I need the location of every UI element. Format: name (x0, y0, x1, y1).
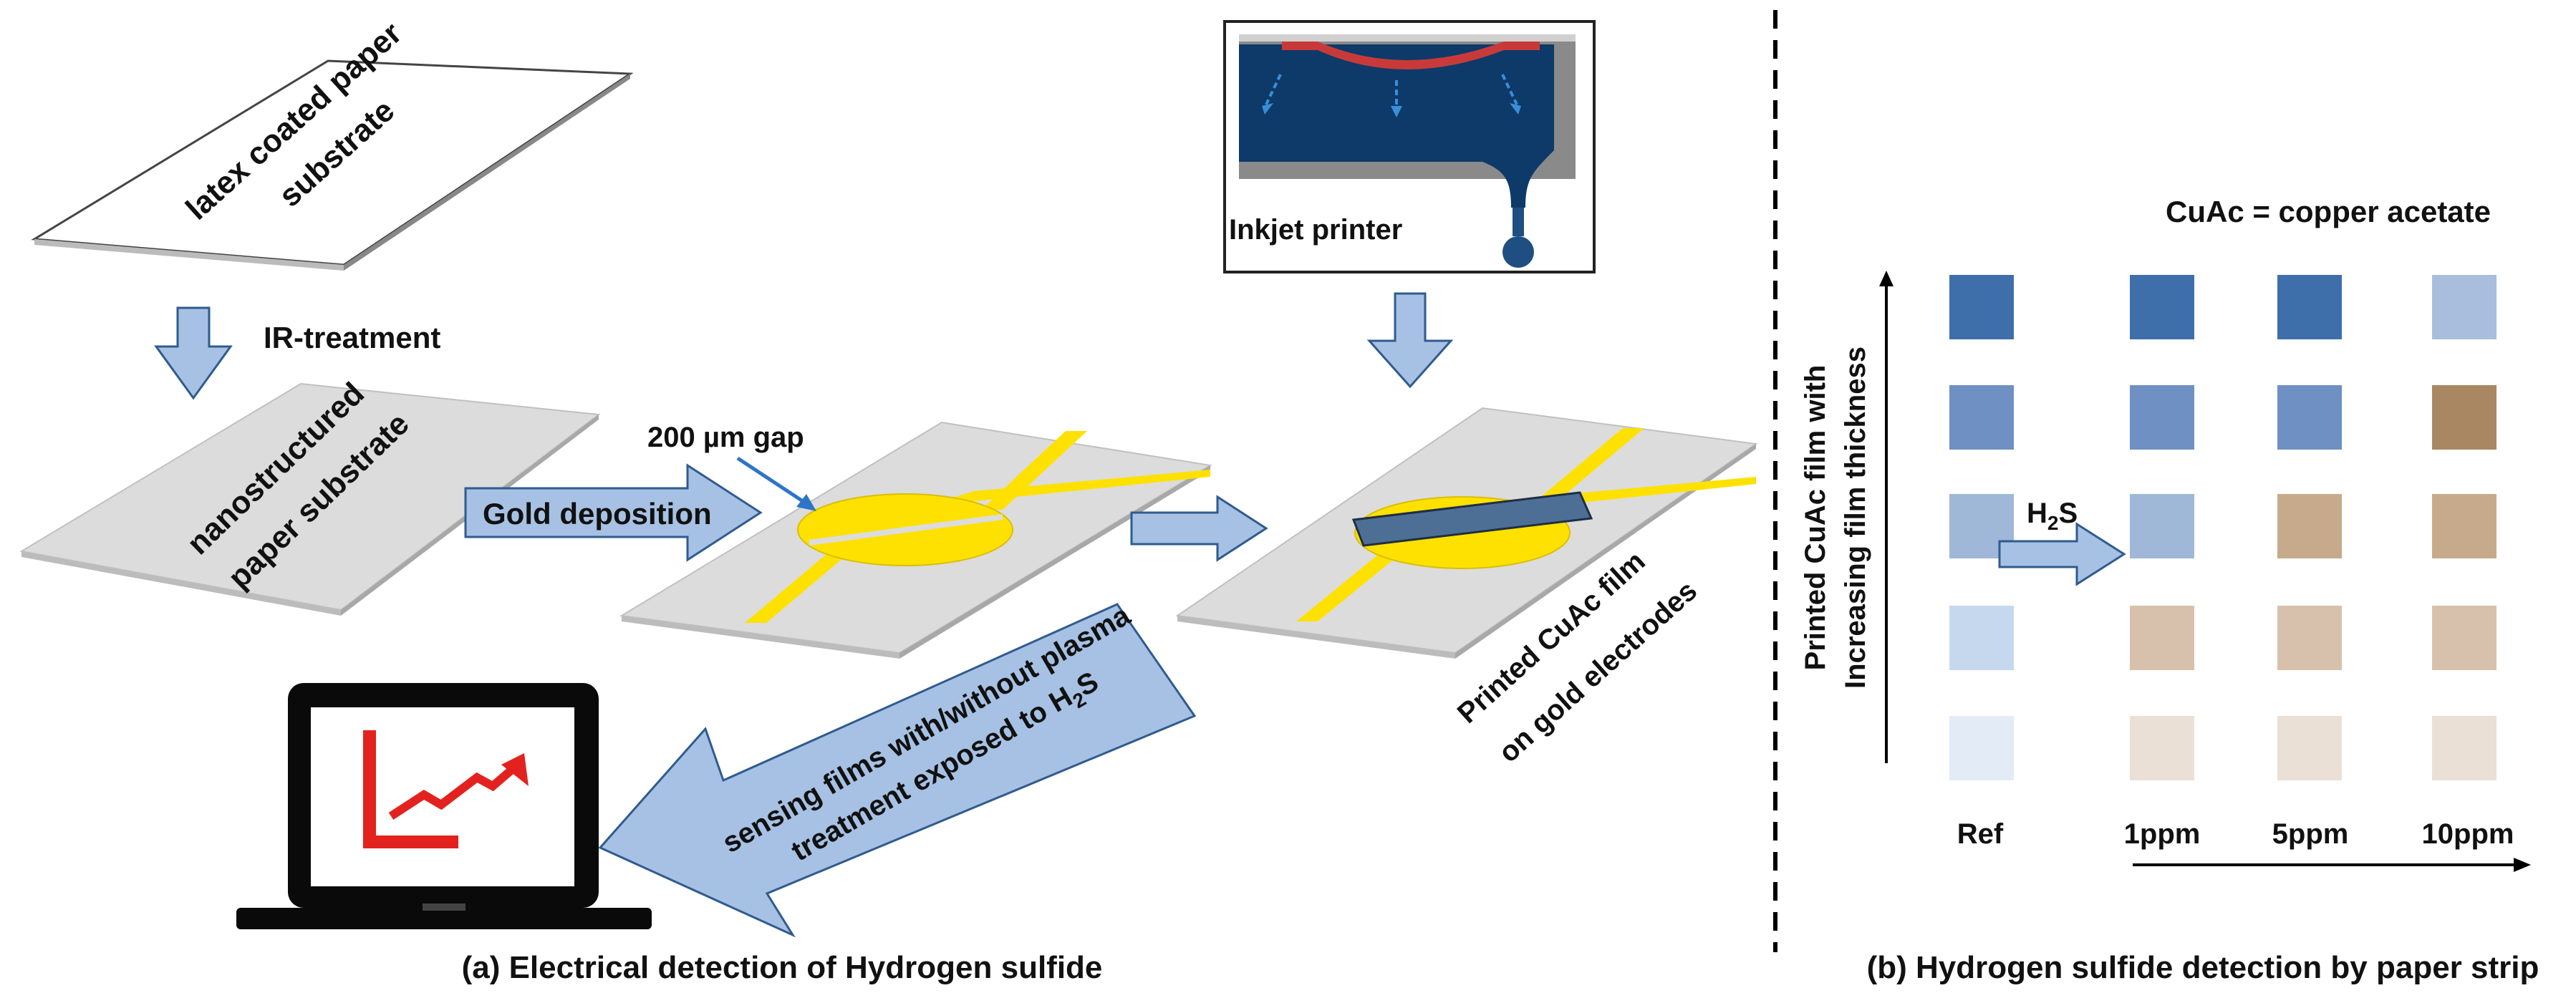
swatch-10ppm-4 (2432, 606, 2497, 670)
swatch-1ppm-5 (2130, 716, 2194, 780)
swatch-10ppm-3 (2432, 494, 2497, 558)
swatch-5ppm-2 (2277, 385, 2342, 450)
swatch-5ppm-1 (2277, 275, 2342, 339)
swatch-1ppm-2 (2130, 385, 2194, 450)
swatch-10ppm-2 (2432, 385, 2497, 450)
swatch-10ppm-5 (2432, 716, 2497, 780)
gap-pointer-arrow (736, 456, 816, 511)
swatch-ref-2 (1949, 385, 2014, 450)
y-label-line2: Increasing film thickness (1840, 347, 1871, 689)
ir-treatment-arrow (154, 306, 233, 400)
caption-a: (a) Electrical detection of Hydrogen sul… (462, 950, 1103, 985)
y-label-line1: Printed CuAc film with (1800, 365, 1831, 671)
swatch-1ppm-3 (2130, 494, 2194, 558)
h2s-label: H2S (2027, 498, 2078, 534)
gold-deposition-arrow: Gold deposition (464, 463, 763, 562)
swatch-ref-5 (1949, 716, 2014, 780)
ir-treatment-label: IR-treatment (264, 321, 440, 354)
column-label-5ppm: 5ppm (2272, 818, 2349, 850)
swatch-grid (1949, 275, 2497, 780)
gap-label: 200 µm gap (647, 422, 804, 453)
h2s-suffix: S (2058, 498, 2078, 529)
legend-copper-acetate: CuAc = copper acetate (2166, 195, 2491, 228)
latex-paper-substrate: latex coated paper substrate (31, 16, 634, 271)
inkjet-down-arrow (1366, 292, 1454, 389)
swatch-ref-1 (1949, 275, 2014, 339)
swatch-5ppm-5 (2277, 716, 2342, 780)
laptop (236, 683, 652, 929)
printed-film-substrate (1175, 407, 1758, 659)
swatch-ref-4 (1949, 606, 2014, 670)
swatch-1ppm-4 (2130, 606, 2194, 670)
chart-icon (363, 730, 529, 848)
caption-b: (b) Hydrogen sulfide detection by paper … (1867, 950, 2539, 985)
h2s-subscript: 2 (2047, 512, 2059, 534)
column-label-1ppm: 1ppm (2124, 818, 2201, 850)
inkjet-printer-label: Inkjet printer (1229, 214, 1402, 246)
h2s-prefix: H (2027, 498, 2047, 529)
swatch-10ppm-1 (2432, 275, 2497, 339)
print-step-arrow (1130, 495, 1268, 562)
concentration-axis (2133, 858, 2531, 872)
column-label-ref: Ref (1957, 818, 2004, 850)
swatch-1ppm-1 (2130, 275, 2194, 339)
gold-deposition-label: Gold deposition (483, 497, 712, 531)
h2s-arrow (1998, 522, 2126, 586)
column-labels: Ref 1ppm 5ppm 10ppm (1957, 818, 2514, 850)
thickness-axis (1879, 271, 1894, 763)
swatch-5ppm-3 (2277, 494, 2342, 558)
swatch-5ppm-4 (2277, 606, 2342, 670)
inkjet-printer: Inkjet printer (1223, 20, 1596, 273)
column-label-10ppm: 10ppm (2422, 818, 2514, 850)
